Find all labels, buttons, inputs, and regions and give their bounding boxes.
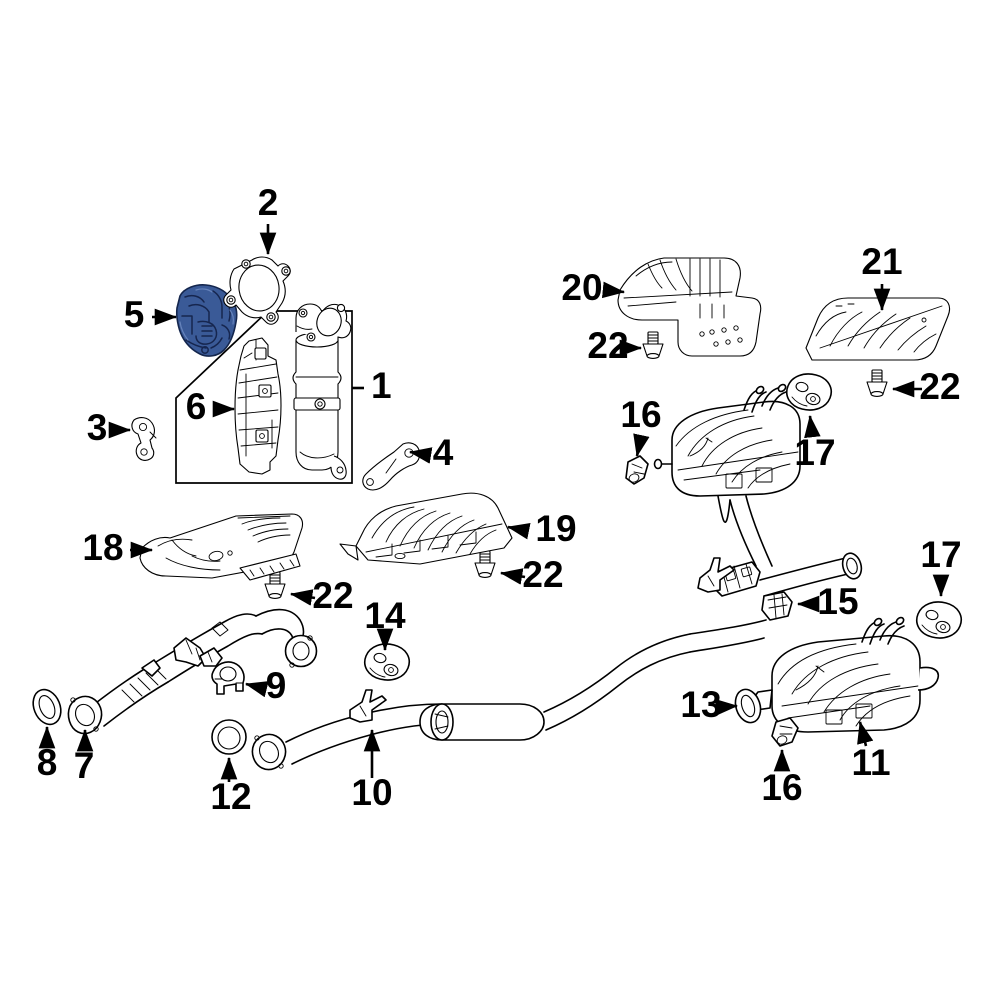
part-converter-bracket-upper — [362, 442, 421, 491]
callout-label-22-d: 22 — [522, 554, 563, 595]
part-center-floor-heat-shield — [339, 492, 513, 565]
group-box-item-1 — [175, 310, 353, 484]
part-muffler-hanger-lower — [771, 717, 799, 747]
callout-label-22-c: 22 — [312, 575, 353, 616]
part-rear-floor-heat-shield-right — [805, 297, 951, 361]
leader-4 — [408, 447, 433, 464]
part-rear-floor-heat-shield-left — [617, 257, 762, 357]
callout-label-10: 10 — [351, 772, 392, 813]
part-heat-shield-bolt-d — [474, 550, 496, 578]
part-exhaust-manifold-highlighted — [175, 284, 238, 357]
part-converter-heat-shield — [234, 337, 282, 475]
leader-17-upper — [804, 414, 821, 439]
callout-label-4: 4 — [433, 432, 454, 473]
part-rear-muffler-right — [749, 616, 940, 733]
callout-label-15: 15 — [817, 581, 858, 622]
callout-label-5: 5 — [124, 294, 145, 335]
callout-label-6: 6 — [186, 386, 207, 427]
leader-9 — [244, 681, 269, 698]
callout-label-7: 7 — [74, 745, 95, 786]
callout-label-3: 3 — [87, 407, 108, 448]
part-front-pipe-heat-shield — [139, 513, 304, 581]
leader-19 — [506, 523, 531, 540]
callout-label-17-right: 17 — [920, 534, 961, 575]
leader-20 — [601, 281, 626, 299]
part-center-pipe-gasket — [211, 719, 247, 755]
leader-16-upper — [633, 433, 650, 458]
part-heat-shield-bolt-b — [866, 369, 888, 397]
callout-label-13: 13 — [680, 684, 721, 725]
part-exhaust-mount-insulator-right — [916, 601, 962, 639]
part-catalytic-converter — [292, 303, 352, 480]
callout-label-19: 19 — [535, 508, 576, 549]
callout-label-16-upper: 16 — [620, 394, 661, 435]
leader-11 — [857, 720, 874, 747]
part-muffler-hanger-upper — [625, 455, 649, 485]
callout-labels: 1 2 3 4 5 6 7 8 9 10 11 12 13 14 15 16 1… — [37, 182, 962, 817]
callout-label-11: 11 — [851, 742, 890, 783]
part-front-pipe-gasket — [32, 688, 62, 726]
callout-label-2: 2 — [258, 182, 279, 223]
part-heat-shield-bolt-c — [264, 571, 286, 599]
callout-label-22-b: 22 — [919, 366, 960, 407]
callout-label-16-lower: 16 — [761, 767, 802, 808]
callout-label-1: 1 — [371, 365, 392, 406]
callout-label-22-a: 22 — [587, 325, 628, 366]
part-exhaust-mount-insulator-center — [364, 643, 410, 681]
leader-22-d — [499, 568, 526, 585]
part-front-exhaust-pipe — [67, 608, 318, 735]
part-exhaust-pipe-hanger-bracket — [211, 661, 245, 695]
part-exhaust-manifold-gasket — [223, 256, 291, 325]
callout-label-17-upper: 17 — [794, 432, 835, 473]
callout-label-12: 12 — [210, 776, 251, 817]
part-rear-muffler-left — [653, 383, 801, 524]
callout-label-21: 21 — [861, 241, 902, 282]
callout-label-8: 8 — [37, 742, 58, 783]
callout-label-9: 9 — [266, 665, 287, 706]
callout-label-18: 18 — [82, 527, 123, 568]
part-converter-bracket-lower — [131, 417, 157, 461]
leader-22-c — [289, 589, 316, 606]
leader-13 — [715, 699, 739, 716]
callout-label-14: 14 — [364, 595, 406, 636]
part-heat-shield-bolt-a — [642, 331, 664, 359]
part-exhaust-pipe-clamp — [761, 591, 793, 621]
callout-label-20: 20 — [561, 267, 602, 308]
part-exhaust-mount-insulator-upper — [786, 373, 832, 411]
